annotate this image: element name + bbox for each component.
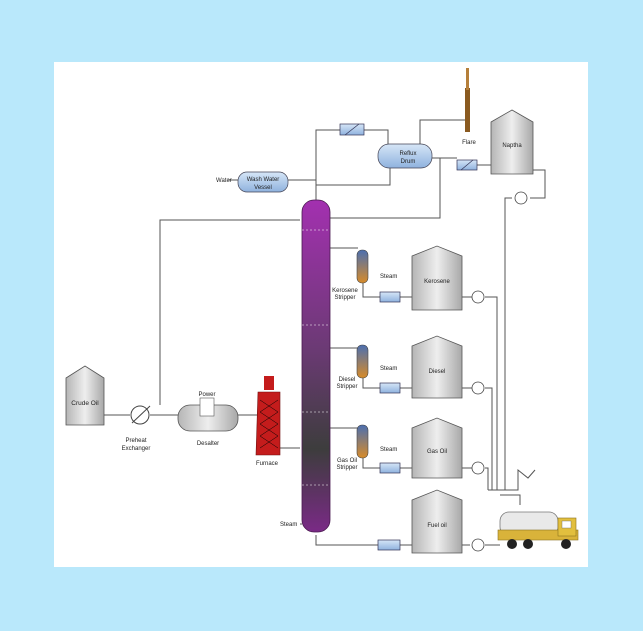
kerosene-tank-label: Kerosene bbox=[424, 279, 450, 285]
gasoil-pump-icon bbox=[471, 461, 485, 475]
reflux-drum: Reflux Drum bbox=[377, 143, 433, 169]
steam-diesel-label: Steam bbox=[380, 366, 397, 372]
kero-stripper-label-1: Kerosene bbox=[332, 288, 358, 294]
reflux-label-2: Drum bbox=[401, 159, 416, 165]
flare-label: Flare bbox=[462, 140, 476, 146]
gasoil-stripper: Steam Gas Oil Stripper bbox=[336, 424, 401, 474]
wash-water-vessel: Water Wash Water Vessel bbox=[216, 171, 289, 193]
naptha-label: Naptha bbox=[502, 143, 522, 149]
wash-water-label-2: Vessel bbox=[254, 185, 272, 191]
diesel-stripper: Steam Diesel Stripper bbox=[336, 344, 401, 394]
kerosene-tank: Kerosene bbox=[411, 245, 485, 311]
steam-bottom-label: Steam bbox=[280, 522, 297, 528]
preheat-exchanger: Preheat Exchanger bbox=[122, 405, 151, 452]
fuel-oil-pump-icon bbox=[471, 538, 485, 552]
naptha-exchanger bbox=[456, 159, 478, 171]
overhead-exchanger bbox=[339, 123, 365, 136]
diesel-tank-label: Diesel bbox=[429, 369, 446, 375]
steam-gasoil-label: Steam bbox=[380, 447, 397, 453]
diesel-pump-icon bbox=[471, 381, 485, 395]
tanker-truck-icon bbox=[497, 511, 579, 549]
fuel-oil-label: Fuel oil bbox=[427, 523, 446, 529]
kero-stripper-label-2: Stripper bbox=[334, 295, 355, 301]
furnace-label: Furnace bbox=[256, 461, 279, 467]
gasoil-stripper-label-1: Gas Oil bbox=[337, 458, 357, 464]
diesel-stripper-label-2: Stripper bbox=[336, 384, 357, 390]
crude-oil-tank: Crude Oil bbox=[65, 365, 105, 426]
diesel-tank: Diesel bbox=[411, 335, 485, 399]
kerosene-stripper: Steam Kerosene Stripper bbox=[332, 249, 401, 303]
water-label: Water bbox=[216, 178, 232, 184]
distillation-column: Steam bbox=[280, 199, 331, 533]
reflux-label-1: Reflux bbox=[399, 151, 416, 157]
diesel-stripper-label-1: Diesel bbox=[339, 377, 356, 383]
preheat-label-2: Exchanger bbox=[122, 446, 151, 452]
desalter: Power Desalter bbox=[177, 392, 239, 447]
naptha-tank: Naptha bbox=[490, 109, 534, 205]
preheat-label-1: Preheat bbox=[125, 438, 146, 444]
steam-kero-label: Steam bbox=[380, 274, 397, 280]
gasoil-tank: Gas Oil bbox=[411, 417, 485, 479]
power-label: Power bbox=[198, 392, 215, 398]
naptha-pump-icon bbox=[514, 191, 528, 205]
flare-stack: Flare bbox=[462, 68, 476, 146]
wash-water-label-1: Wash Water bbox=[247, 177, 280, 183]
crude-oil-label: Crude Oil bbox=[71, 400, 99, 407]
desalter-label: Desalter bbox=[197, 441, 219, 447]
gasoil-stripper-label-2: Stripper bbox=[336, 465, 357, 471]
fuel-oil-tank: Fuel oil bbox=[377, 489, 485, 554]
gasoil-tank-label: Gas Oil bbox=[427, 449, 447, 455]
furnace: Furnace bbox=[255, 376, 281, 467]
kerosene-pump-icon bbox=[471, 290, 485, 304]
